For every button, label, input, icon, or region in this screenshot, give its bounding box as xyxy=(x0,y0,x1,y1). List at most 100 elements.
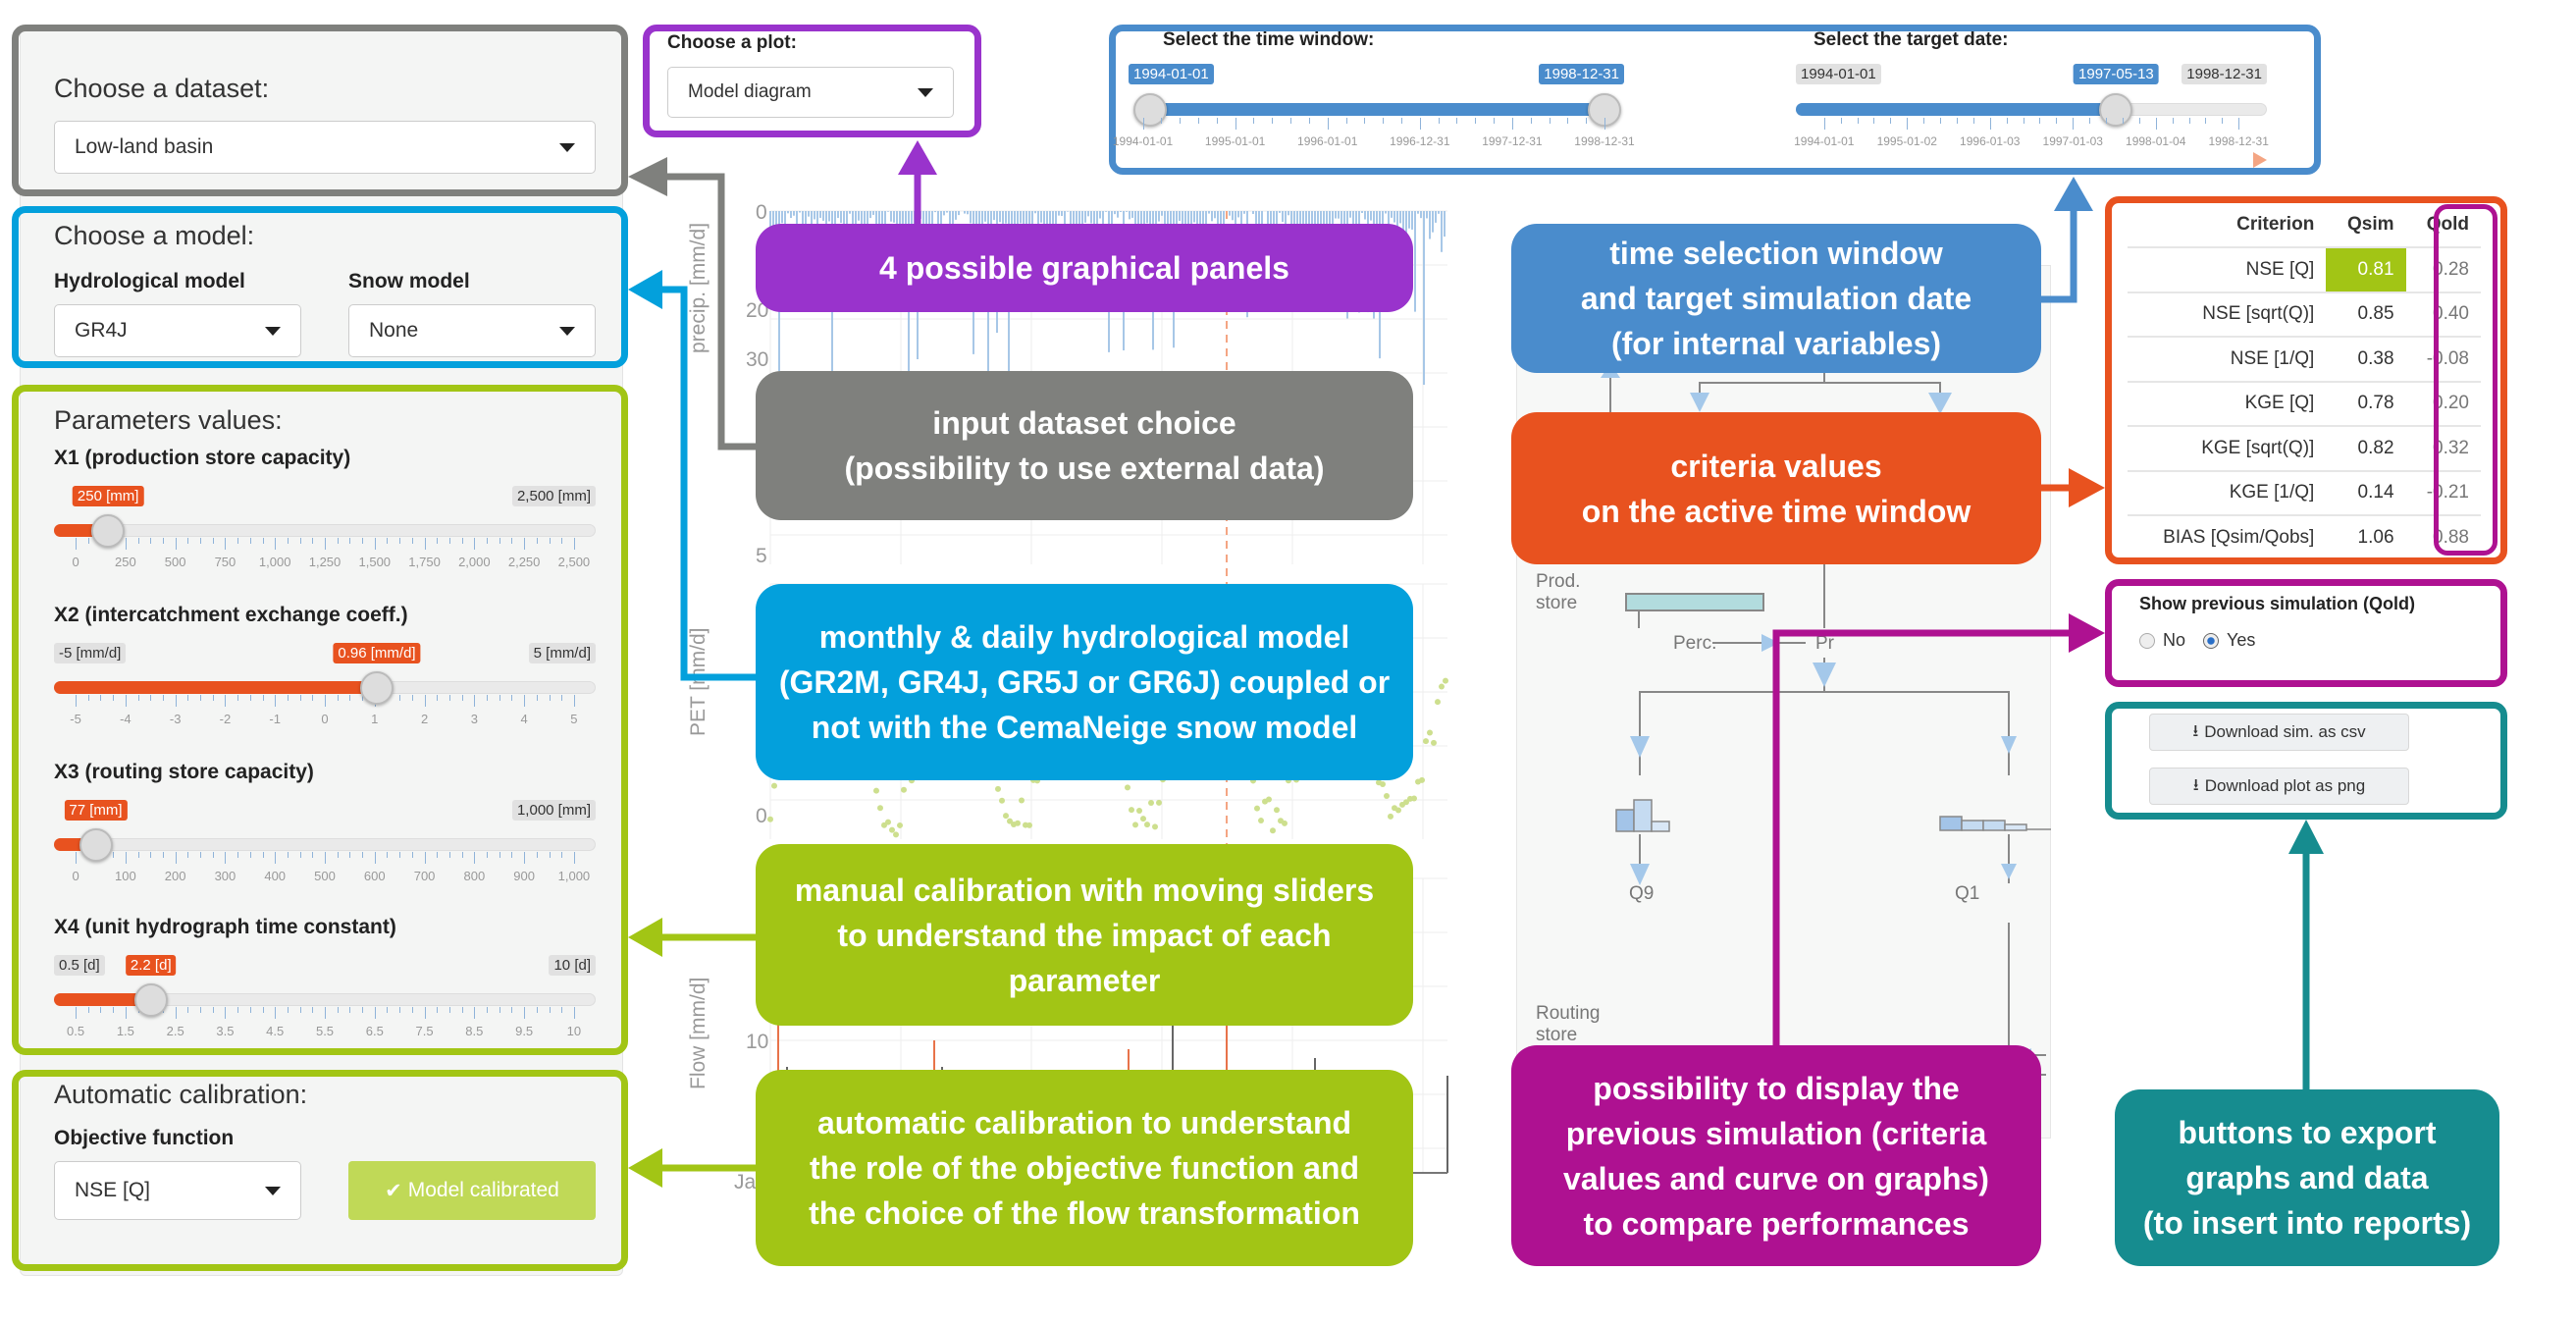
plot-choice-select[interactable]: Model diagram xyxy=(667,67,954,118)
minor-tick xyxy=(2089,118,2091,124)
tick-label: 100 xyxy=(115,869,136,883)
major-tick xyxy=(1142,118,1144,130)
snow-model-select[interactable]: None xyxy=(348,304,596,357)
slider-max-badge: 1,000 [mm] xyxy=(511,800,596,821)
download-csv-button[interactable]: ⭳Download sim. as csv xyxy=(2149,714,2409,751)
minor-tick xyxy=(162,695,164,701)
slider-handle[interactable] xyxy=(91,514,126,548)
minor-tick xyxy=(249,1007,251,1013)
minor-tick xyxy=(200,852,202,858)
pet-point xyxy=(1274,807,1280,814)
radio-no[interactable]: No xyxy=(2139,630,2185,651)
tick-label: 4 xyxy=(520,712,528,726)
major-tick xyxy=(225,538,227,550)
tick-label: 2,250 xyxy=(507,555,541,569)
major-tick xyxy=(275,852,277,864)
minor-tick xyxy=(499,1007,500,1013)
major-tick xyxy=(225,695,227,707)
tick-label: 750 xyxy=(214,555,237,569)
pet-point xyxy=(893,831,899,838)
date-tick-label: 1998-01-04 xyxy=(2126,134,2186,148)
minor-tick xyxy=(536,852,538,858)
tick-label: 800 xyxy=(463,869,486,883)
minor-tick xyxy=(349,538,351,544)
minor-tick xyxy=(461,852,463,858)
slider-handle[interactable] xyxy=(133,983,168,1017)
download-png-button[interactable]: ⭳Download plot as png xyxy=(2149,768,2409,805)
slider-label: X3 (routing store capacity) xyxy=(54,761,314,783)
chevron-down-icon xyxy=(559,142,575,152)
major-tick xyxy=(424,538,426,550)
minor-tick xyxy=(187,538,189,544)
minor-tick xyxy=(536,695,538,701)
slider-handle[interactable] xyxy=(79,828,113,862)
tick-label: 3 xyxy=(470,712,478,726)
minor-tick xyxy=(362,852,364,858)
td-control[interactable]: 1994-01-01 1998-12-31 1997-05-13 1994-01… xyxy=(1794,64,2269,162)
slider-control[interactable]: -5 [mm/d] 5 [mm/d] 0.96 [mm/d] -5-4-3-2-… xyxy=(54,643,596,731)
minor-tick xyxy=(1198,118,1199,124)
minor-tick xyxy=(1401,118,1402,124)
minor-tick xyxy=(113,1007,115,1013)
major-tick xyxy=(524,852,526,864)
major-tick xyxy=(474,538,476,550)
minor-tick xyxy=(549,852,551,858)
minor-tick xyxy=(1567,118,1569,124)
minor-tick xyxy=(399,1007,401,1013)
tick-label: 3.5 xyxy=(216,1024,235,1038)
model-calibrated-button[interactable]: ✔ Model calibrated xyxy=(348,1161,596,1220)
plot-choice-title: Choose a plot: xyxy=(667,32,797,53)
major-tick xyxy=(275,695,277,707)
major-tick xyxy=(573,1007,575,1019)
pet-point xyxy=(885,819,891,825)
criterion-name: NSE [sqrt(Q)] xyxy=(2128,291,2327,337)
tick-label: -1 xyxy=(269,712,281,726)
major-tick xyxy=(1604,118,1605,130)
pet-point xyxy=(1136,807,1142,814)
qsim-value: 0.38 xyxy=(2326,336,2406,382)
precip-tick-30: 30 xyxy=(746,348,769,371)
major-tick xyxy=(1907,118,1909,130)
slider-handle[interactable] xyxy=(359,671,394,705)
tick-label: 1,000 xyxy=(258,555,291,569)
show-previous-radio-group: No Yes xyxy=(2139,630,2255,651)
radio-unchecked-icon[interactable] xyxy=(2139,632,2155,649)
minor-tick xyxy=(2205,118,2207,124)
radio-checked-icon[interactable] xyxy=(2203,632,2220,649)
major-tick xyxy=(225,1007,227,1019)
date-tick-label: 1996-01-03 xyxy=(1960,134,2021,148)
major-tick xyxy=(175,695,177,707)
minor-tick xyxy=(100,695,102,701)
play-animation-icon[interactable] xyxy=(2253,152,2267,168)
minor-tick xyxy=(487,852,489,858)
autocal-section xyxy=(12,1070,628,1271)
flow-tick-10: 10 xyxy=(746,1031,769,1053)
minor-tick xyxy=(487,538,489,544)
diagram-perc-label: Perc. xyxy=(1673,633,1717,654)
radio-yes[interactable]: Yes xyxy=(2203,630,2255,651)
minor-tick xyxy=(1549,118,1551,124)
minor-tick xyxy=(2106,118,2108,124)
major-tick xyxy=(573,852,575,864)
major-tick xyxy=(524,1007,526,1019)
minor-tick xyxy=(561,1007,563,1013)
minor-tick xyxy=(187,695,189,701)
qold-value: 0.20 xyxy=(2405,380,2481,426)
hydro-model-select[interactable]: GR4J xyxy=(54,304,301,357)
objective-function-select[interactable]: NSE [Q] xyxy=(54,1161,301,1220)
pet-tick-5: 5 xyxy=(756,545,767,567)
minor-tick xyxy=(1857,118,1859,124)
target-date-handle[interactable] xyxy=(2099,93,2133,127)
major-tick xyxy=(1235,118,1236,130)
tick-label: 0 xyxy=(321,712,329,726)
x-axis-date-label: Ja xyxy=(734,1171,757,1193)
dataset-select[interactable]: Low-land basin xyxy=(54,121,596,174)
time-window-start-handle[interactable] xyxy=(1133,93,1167,127)
criteria-row: NSE [Q] 0.81 0.28 xyxy=(2128,246,2481,292)
major-tick xyxy=(76,1007,78,1019)
